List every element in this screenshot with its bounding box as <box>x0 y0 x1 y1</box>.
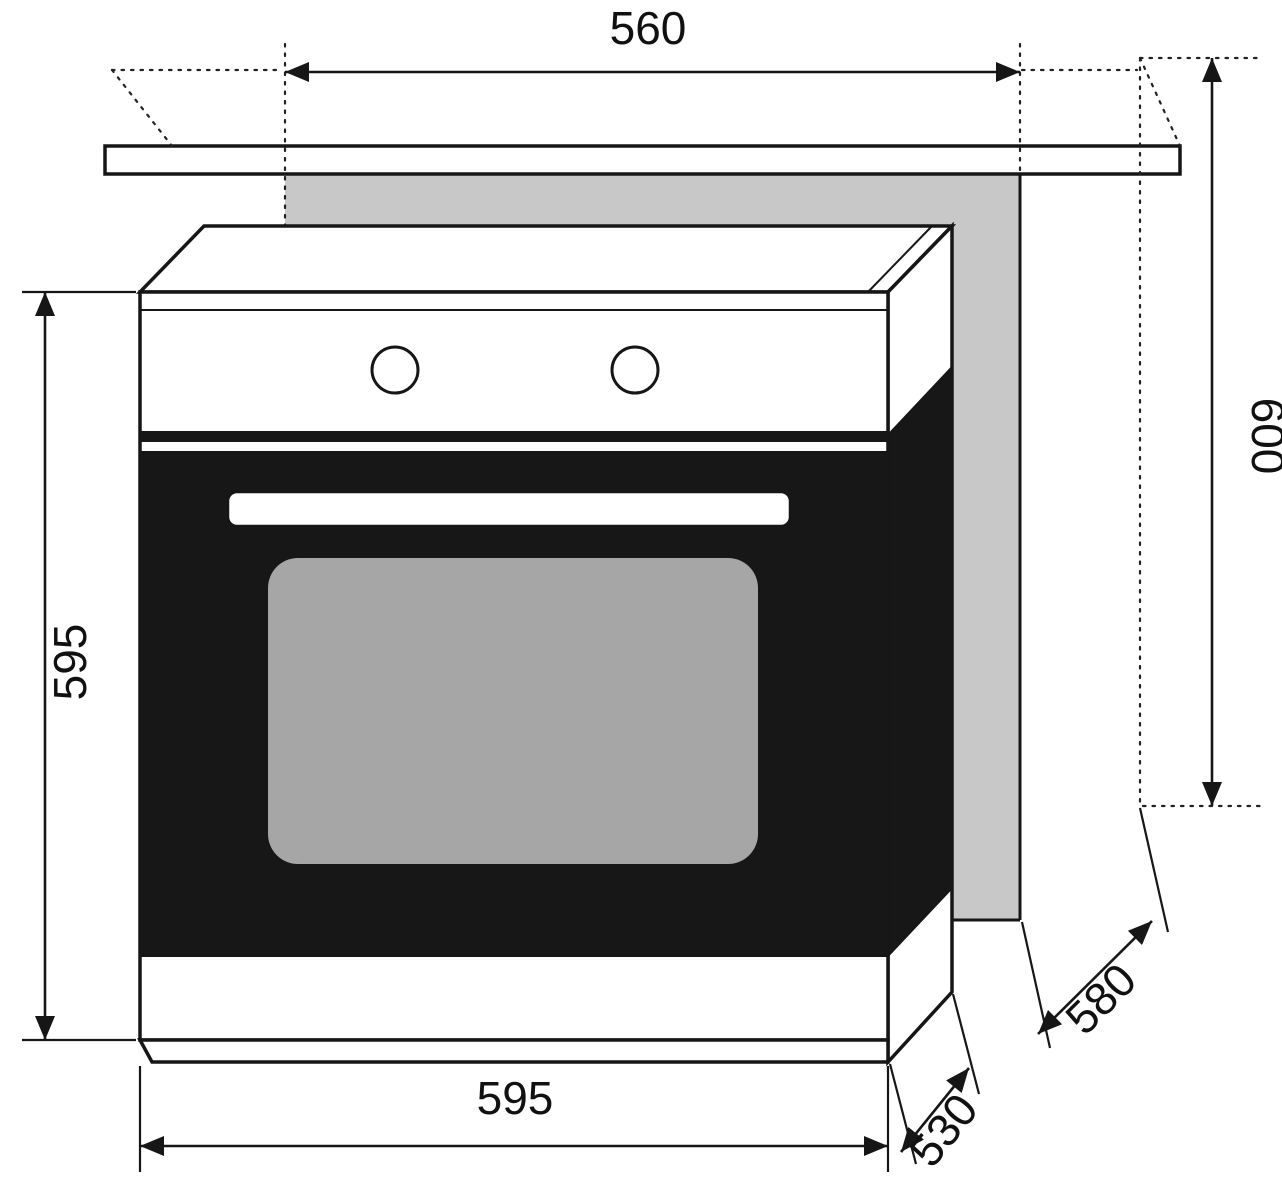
panel-door-separator <box>140 431 888 442</box>
projection-lines <box>110 42 1264 808</box>
oven-side-door-band <box>887 364 953 959</box>
extension-line <box>1020 921 1052 1049</box>
dimension-label-oven-depth: 530 <box>899 1084 988 1176</box>
dim-niche-height: 600 <box>1202 58 1282 806</box>
countertop-front <box>103 144 1182 176</box>
door-window <box>268 558 758 864</box>
door-handle <box>226 490 792 528</box>
oven-top-face <box>135 224 957 294</box>
oven-top-fold-line <box>867 225 933 293</box>
dim-oven-height: 595 <box>22 290 136 1042</box>
countertop <box>103 144 1182 176</box>
projection-line <box>1138 56 1182 148</box>
dimension-line <box>1037 920 1153 1035</box>
dim-niche-width: 560 <box>285 2 1020 82</box>
dim-niche-depth: 580 <box>1020 807 1170 1049</box>
oven <box>135 221 957 1067</box>
dimension-label-niche-depth: 580 <box>1055 953 1146 1044</box>
oven-plinth <box>137 1038 890 1064</box>
extension-line <box>1138 807 1170 933</box>
extension-line <box>951 993 981 1095</box>
dimension-label-niche-width: 560 <box>610 2 687 54</box>
dimension-label-niche-height: 600 <box>1242 398 1282 475</box>
projection-line <box>110 68 174 148</box>
oven-knob-right <box>610 345 660 395</box>
dim-oven-width: 595 <box>138 1066 890 1172</box>
dimension-line <box>899 1067 971 1153</box>
oven-knob-left <box>370 345 420 395</box>
dimension-label-oven-width: 595 <box>477 1072 554 1124</box>
dimension-label-oven-height: 595 <box>44 624 96 701</box>
